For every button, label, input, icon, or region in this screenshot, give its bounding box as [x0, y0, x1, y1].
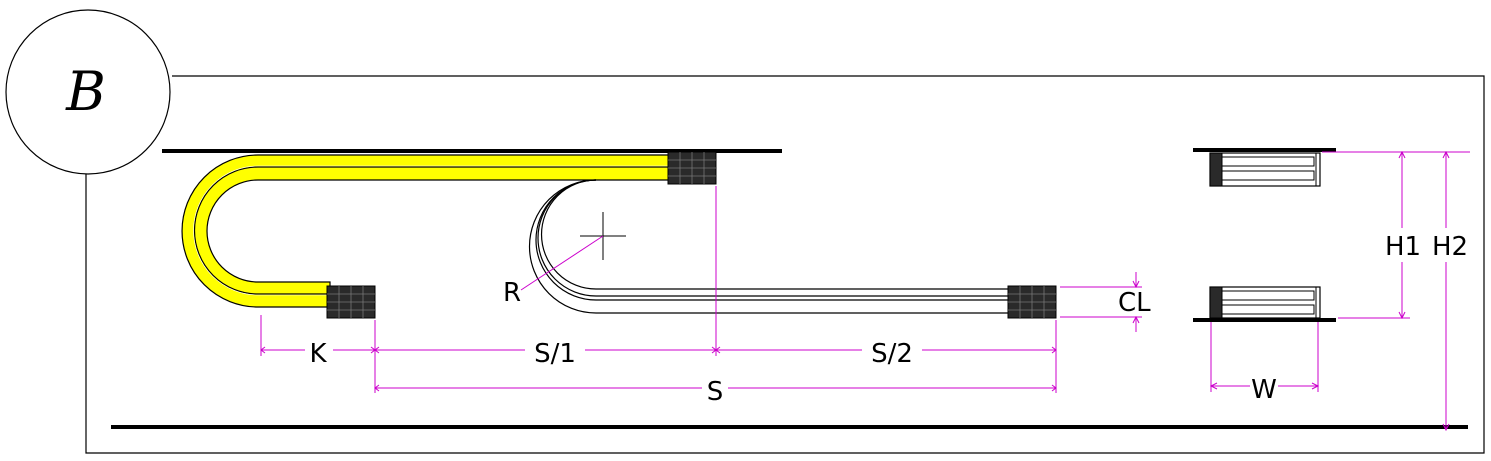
chain-moving-section [181, 154, 671, 308]
dim-label-k: K [309, 339, 327, 369]
radius-leader [520, 235, 604, 291]
dim-label-s1: S/1 [534, 339, 576, 369]
drawing-frame [85, 75, 1485, 454]
yellow-end-bracket [326, 285, 376, 319]
horizontal-dimensions [260, 186, 1057, 393]
dim-label-cl: CL [1118, 288, 1151, 318]
dim-label-h1: H1 [1385, 232, 1421, 262]
dim-label-w: W [1251, 375, 1277, 405]
view-label-circle: B [5, 9, 171, 175]
dim-label-s2: S/2 [871, 339, 913, 369]
side-view-upper [1193, 148, 1336, 187]
upper-end-bracket [667, 151, 717, 185]
lower-end-bracket [1007, 285, 1057, 319]
height-width-dimensions [1209, 150, 1470, 432]
cl-dimension [1060, 272, 1142, 332]
chain-return-section [528, 179, 1010, 314]
radius-label: R [503, 278, 521, 308]
side-view-lower [1193, 286, 1336, 322]
view-label: B [65, 60, 106, 123]
dim-label-h2: H2 [1432, 232, 1468, 262]
dim-label-s: S [707, 377, 724, 407]
